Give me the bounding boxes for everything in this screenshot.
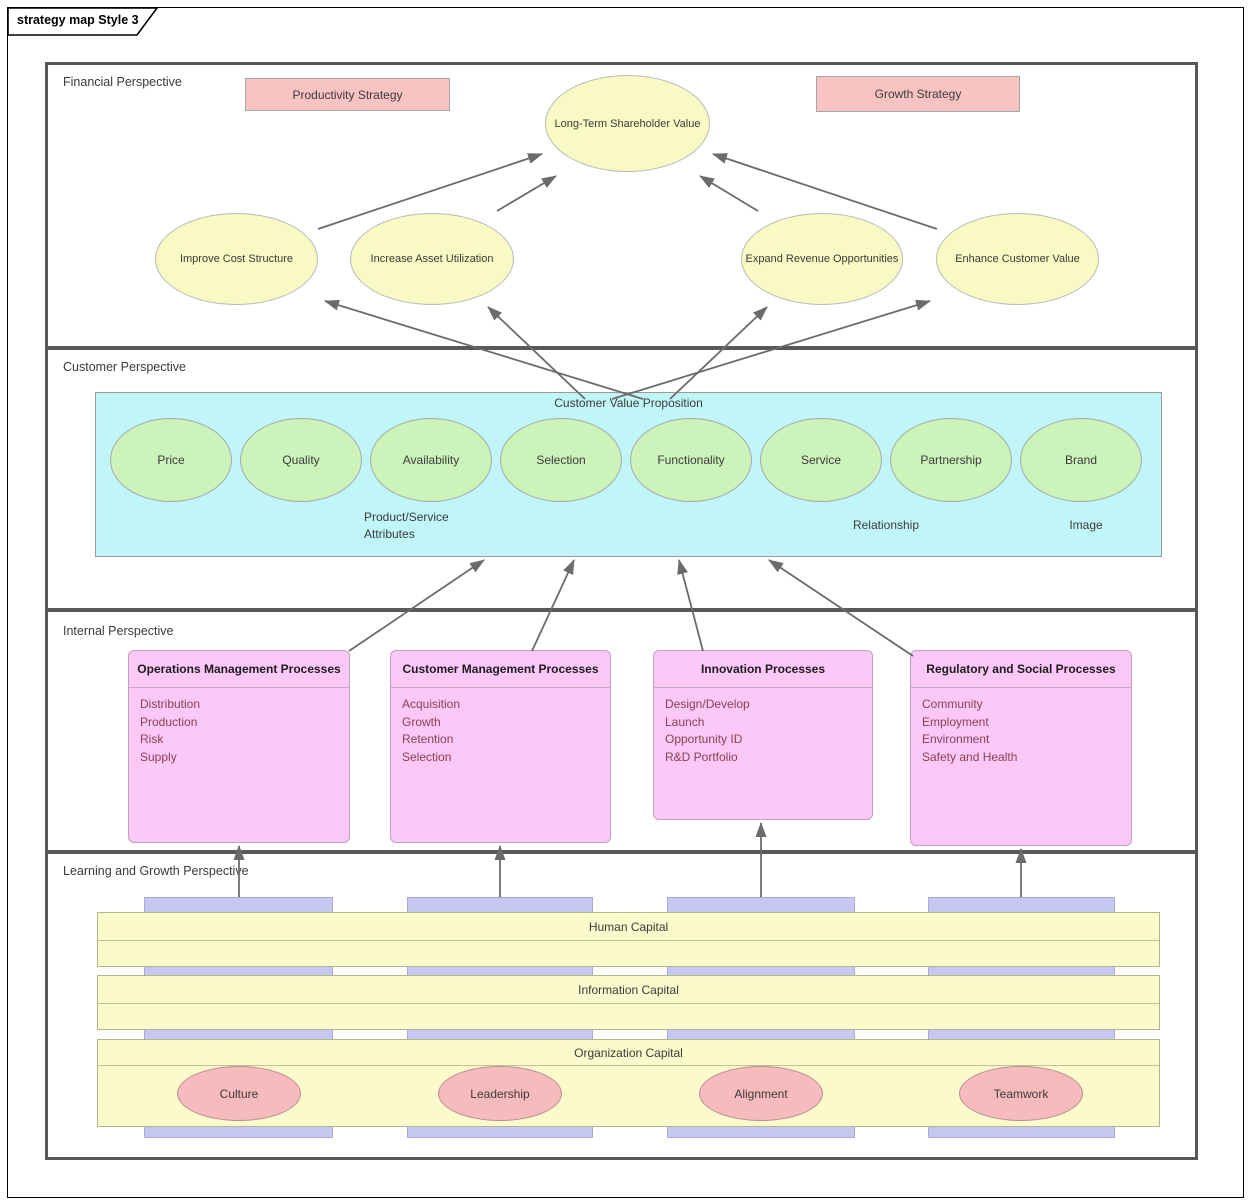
diagram-tab-title: strategy map Style 3	[17, 13, 139, 27]
expand-revenue-opportunities-label: Expand Revenue Opportunities	[745, 253, 899, 265]
attribute-label: Price	[157, 453, 185, 467]
capital-bar-human[interactable]: Human Capital	[97, 912, 1160, 967]
attribute-ellipse-service[interactable]: Service	[760, 418, 882, 502]
growth-strategy-label: Growth Strategy	[874, 87, 962, 101]
org-value-label: Alignment	[734, 1086, 788, 1101]
productivity-strategy-box[interactable]: Productivity Strategy	[245, 78, 450, 111]
org-value-ellipse-culture[interactable]: Culture	[177, 1066, 301, 1121]
attributes-line: Attributes	[364, 527, 415, 541]
diagram-frame	[7, 7, 1244, 1198]
customer-perspective-label: Customer Perspective	[63, 360, 186, 374]
process-item: Retention	[402, 732, 454, 746]
process-box-title: Operations Management Processes	[129, 651, 349, 688]
attribute-ellipse-selection[interactable]: Selection	[500, 418, 622, 502]
attribute-label: Quality	[282, 453, 320, 467]
customer-value-proposition-label: Customer Value Proposition	[554, 396, 703, 410]
band-divider-financial-customer	[45, 346, 1198, 350]
process-item: Acquisition	[402, 697, 461, 711]
band-divider-customer-internal	[45, 608, 1198, 612]
process-box-customer-management[interactable]: Customer Management Processes Acquisitio…	[390, 650, 611, 843]
attribute-label: Service	[800, 453, 841, 467]
financial-perspective-label: Financial Perspective	[63, 75, 182, 89]
attribute-label: Partnership	[920, 453, 982, 467]
process-item-list: Distribution Production Risk Supply	[129, 688, 349, 766]
org-value-label: Leadership	[470, 1086, 530, 1101]
process-item-list: Acquisition Growth Retention Selection	[391, 688, 610, 766]
process-box-title: Innovation Processes	[654, 651, 872, 688]
process-item: Distribution	[140, 697, 201, 711]
process-item: Environment	[922, 732, 990, 746]
relationship-label: Relationship	[852, 518, 920, 532]
process-item: Employment	[922, 714, 989, 729]
product-service-line: Product/Service	[364, 510, 449, 524]
improve-cost-structure-ellipse[interactable]: Improve Cost Structure	[155, 213, 318, 305]
process-item: Launch	[665, 714, 705, 729]
process-box-innovation[interactable]: Innovation Processes Design/Develop Laun…	[653, 650, 873, 820]
learning-perspective-label: Learning and Growth Perspective	[63, 864, 249, 878]
long-term-shareholder-value-label: Long-Term Shareholder Value	[554, 117, 701, 130]
growth-strategy-box[interactable]: Growth Strategy	[816, 76, 1020, 112]
increase-asset-utilization-label: Increase Asset Utilization	[370, 253, 494, 265]
attribute-ellipse-functionality[interactable]: Functionality	[630, 418, 752, 502]
process-item: Design/Develop	[665, 697, 750, 711]
process-item: Selection	[402, 749, 452, 764]
expand-revenue-opportunities-ellipse[interactable]: Expand Revenue Opportunities	[741, 213, 903, 305]
image-label: Image	[1069, 518, 1103, 532]
process-item: Opportunity ID	[665, 732, 743, 746]
improve-cost-structure-label: Improve Cost Structure	[179, 253, 294, 265]
org-value-ellipse-alignment[interactable]: Alignment	[699, 1066, 823, 1121]
band-divider-internal-learning	[45, 850, 1198, 854]
attribute-label: Availability	[402, 453, 460, 467]
process-item: R&D Portfolio	[665, 749, 738, 764]
internal-perspective-label: Internal Perspective	[63, 624, 174, 638]
attribute-ellipse-quality[interactable]: Quality	[240, 418, 362, 502]
attribute-ellipse-partnership[interactable]: Partnership	[890, 418, 1012, 502]
process-item-list: Community Employment Environment Safety …	[911, 688, 1131, 766]
attribute-label: Brand	[1064, 453, 1098, 467]
org-value-label: Teamwork	[993, 1086, 1049, 1101]
org-value-ellipse-leadership[interactable]: Leadership	[438, 1066, 562, 1121]
human-capital-label: Human Capital	[588, 919, 669, 934]
process-item: Supply	[140, 749, 177, 764]
diagram-tab[interactable]	[7, 7, 182, 38]
organization-capital-label: Organization Capital	[574, 1045, 683, 1060]
increase-asset-utilization-ellipse[interactable]: Increase Asset Utilization	[350, 213, 514, 305]
process-box-title: Customer Management Processes	[391, 651, 610, 688]
long-term-shareholder-value-ellipse[interactable]: Long-Term Shareholder Value	[545, 75, 710, 172]
process-box-operations-management[interactable]: Operations Management Processes Distribu…	[128, 650, 350, 843]
process-box-regulatory-social[interactable]: Regulatory and Social Processes Communit…	[910, 650, 1132, 846]
process-item-list: Design/Develop Launch Opportunity ID R&D…	[654, 688, 872, 766]
org-value-label: Culture	[219, 1086, 259, 1101]
process-item: Production	[140, 714, 198, 729]
attribute-ellipse-price[interactable]: Price	[110, 418, 232, 502]
process-item: Community	[922, 697, 983, 711]
enhance-customer-value-label: Enhance Customer Value	[955, 253, 1080, 265]
attribute-label: Functionality	[657, 453, 725, 467]
process-box-title: Regulatory and Social Processes	[911, 651, 1131, 688]
productivity-strategy-label: Productivity Strategy	[292, 87, 403, 102]
enhance-customer-value-ellipse[interactable]: Enhance Customer Value	[936, 213, 1099, 305]
process-item: Safety and Health	[922, 749, 1018, 764]
product-service-attributes-label: Product/Service Attributes	[364, 509, 449, 543]
process-item: Risk	[140, 732, 164, 746]
attribute-ellipse-brand[interactable]: Brand	[1020, 418, 1142, 502]
process-item: Growth	[402, 714, 441, 729]
attribute-label: Selection	[536, 453, 586, 467]
capital-bar-information[interactable]: Information Capital	[97, 975, 1160, 1030]
org-value-ellipse-teamwork[interactable]: Teamwork	[959, 1066, 1083, 1121]
information-capital-label: Information Capital	[578, 982, 679, 997]
attribute-ellipse-availability[interactable]: Availability	[370, 418, 492, 502]
